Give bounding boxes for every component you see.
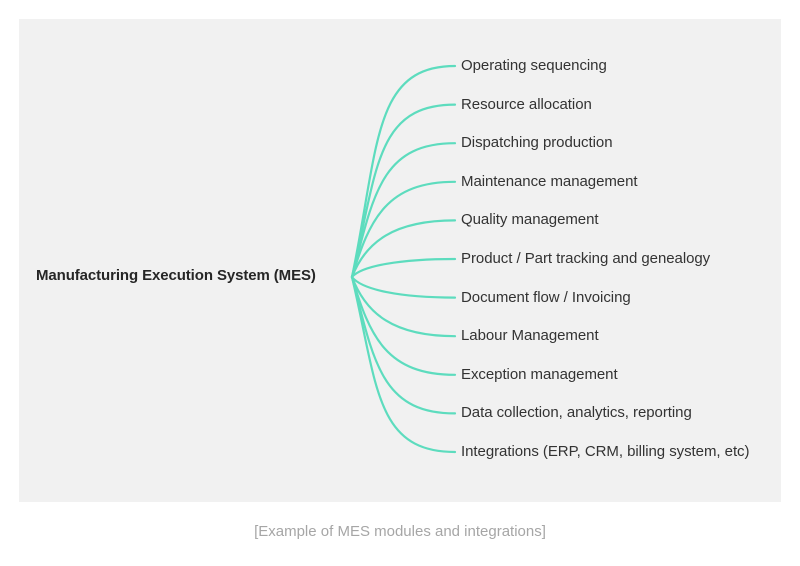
branch-label-integrations: Integrations (ERP, CRM, billing system, … <box>461 443 750 460</box>
branch-label-exception-management: Exception management <box>461 365 618 383</box>
branch-label-data-collection-analytics: Data collection, analytics, reporting <box>461 404 692 422</box>
branch-curve <box>350 275 457 299</box>
branch-curve <box>350 142 457 279</box>
diagram-panel: Manufacturing Execution System (MES) Ope… <box>19 19 781 502</box>
branch-label-labour-management: Labour Management <box>461 327 599 345</box>
branch-curve <box>350 103 457 279</box>
branch-label-maintenance-management: Maintenance management <box>461 172 638 190</box>
branch-label-resource-allocation: Resource allocation <box>461 95 592 113</box>
branch-curves <box>350 64 457 454</box>
branch-label-document-flow-invoicing: Document flow / Invoicing <box>461 288 631 306</box>
branch-label-product-part-tracking: Product / Part tracking and genealogy <box>461 250 711 267</box>
branch-label-dispatching-production: Dispatching production <box>461 134 613 152</box>
root-node-label: Manufacturing Execution System (MES) <box>36 267 316 284</box>
figure-caption: [Example of MES modules and integrations… <box>254 523 546 540</box>
branch-label-operating-sequencing: Operating sequencing <box>461 57 607 74</box>
branch-curve <box>350 275 457 338</box>
branch-curve <box>350 257 457 279</box>
branch-curve <box>350 219 457 279</box>
branch-curve <box>350 275 457 454</box>
branch-curve <box>350 275 457 376</box>
branch-label-quality-management: Quality management <box>461 211 599 229</box>
branch-curve <box>350 180 457 279</box>
branch-curve <box>350 64 457 279</box>
